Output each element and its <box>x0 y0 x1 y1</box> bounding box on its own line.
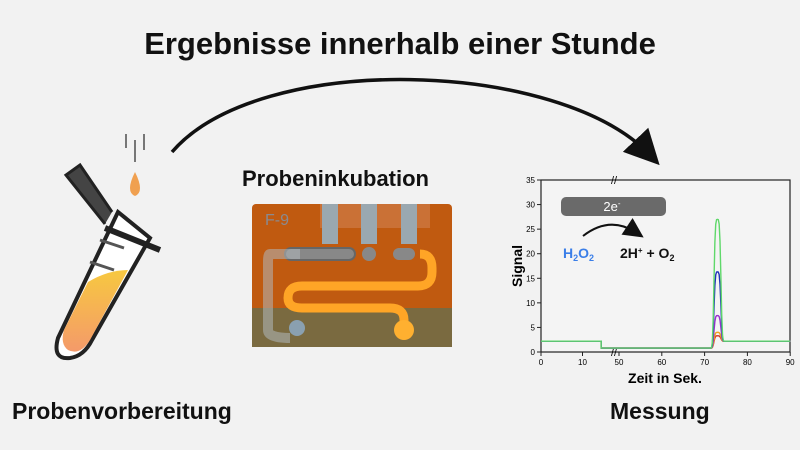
sensor-chip-image: F-9 <box>252 204 452 347</box>
x-tick-label: 70 <box>700 358 709 367</box>
y-tick-label: 0 <box>531 348 536 357</box>
axis-break-marker: // <box>611 347 618 359</box>
x-tick-label: 60 <box>657 358 666 367</box>
chip-label: F-9 <box>265 212 289 229</box>
y-tick-label: 5 <box>531 323 536 332</box>
x-tick-label: 50 <box>615 358 624 367</box>
reaction-arrow <box>582 218 644 238</box>
products: 2H+ + O2 <box>620 245 674 263</box>
electron-badge <box>561 197 666 216</box>
y-tick-label: 25 <box>526 225 535 234</box>
signal-chart: 0 10 50 60 70 80 90 0 5 10 15 20 25 30 35 // // 2e- H2O2… <box>509 175 795 386</box>
svg-text:2e-: 2e- <box>603 199 620 214</box>
x-tick-label: 0 <box>539 358 544 367</box>
y-tick-label: 10 <box>526 299 535 308</box>
series-line-green <box>541 218 791 349</box>
y-tick-label: 15 <box>526 274 535 283</box>
step-label-incubation: Probeninkubation <box>242 166 429 191</box>
y-tick-label: 20 <box>526 250 535 259</box>
process-arrow <box>170 77 660 166</box>
y-axis-label: Signal <box>509 245 525 287</box>
x-axis-label: Zeit in Sek. <box>628 370 702 386</box>
reactant-h2o2: H2O2 <box>563 245 594 263</box>
x-tick-label: 90 <box>786 358 795 367</box>
y-tick-label: 35 <box>526 176 535 185</box>
page-title: Ergebnisse innerhalb einer Stunde <box>144 26 656 61</box>
step-label-measurement: Messung <box>610 398 710 424</box>
x-tick-label: 80 <box>743 358 752 367</box>
y-tick-label: 30 <box>526 201 535 210</box>
x-tick-label: 10 <box>578 358 587 367</box>
sample-tube-icon <box>54 162 162 361</box>
droplet-icon <box>125 134 145 196</box>
axis-break-marker: // <box>611 175 618 187</box>
step-label-preparation: Probenvorbereitung <box>12 398 232 424</box>
